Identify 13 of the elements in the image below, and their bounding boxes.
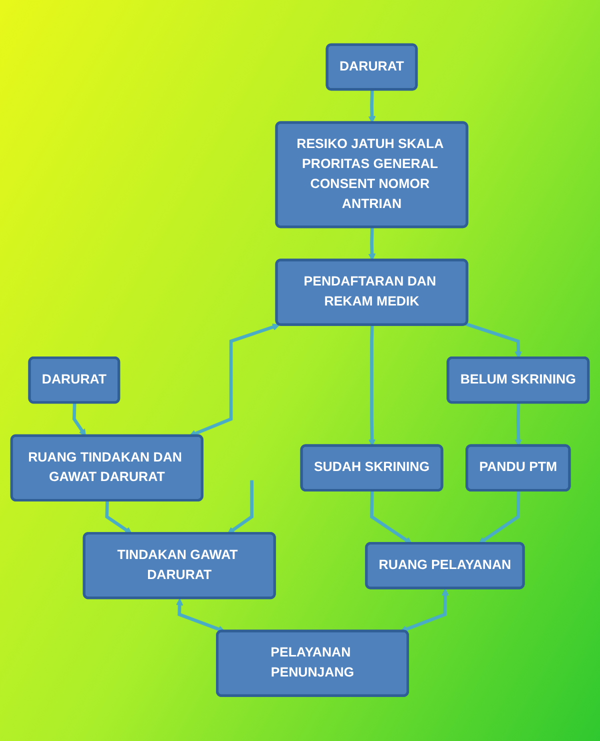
- arrow: [105, 500, 132, 534]
- arrow: [478, 490, 520, 544]
- arrow: [368, 228, 376, 262]
- arrow: [189, 324, 280, 438]
- arrow: [514, 403, 522, 447]
- arrow: [400, 588, 449, 633]
- arrow: [370, 491, 412, 544]
- arrow: [465, 322, 522, 359]
- arrow: [227, 480, 254, 534]
- arrow: [72, 403, 86, 437]
- arrow: [368, 90, 376, 124]
- arrow: [176, 598, 226, 633]
- arrow: [368, 325, 376, 447]
